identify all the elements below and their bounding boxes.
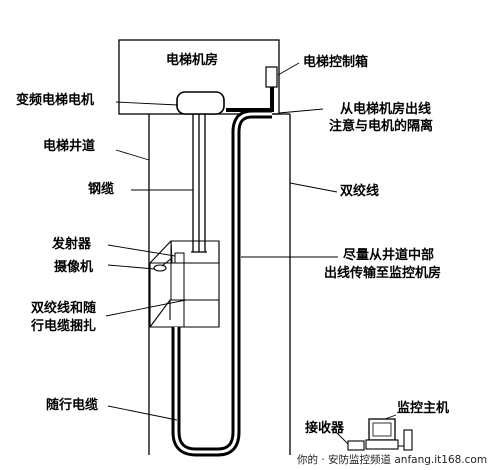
host-tower bbox=[403, 429, 413, 451]
control-box bbox=[265, 66, 278, 88]
label-monitor-host: 监控主机 bbox=[397, 401, 450, 416]
trailing-cable-inner bbox=[174, 112, 272, 454]
transmitter-box bbox=[174, 252, 185, 264]
leader-control-box bbox=[277, 62, 300, 76]
monitor-screen-inner bbox=[372, 422, 392, 437]
leader-shaft bbox=[115, 149, 150, 161]
label-route-line2: 注意与电机的隔离 bbox=[329, 119, 434, 134]
camera-body bbox=[153, 264, 167, 272]
label-receiver: 接收器 bbox=[305, 421, 345, 436]
trailing-cable bbox=[171, 109, 272, 457]
label-shaft: 电梯井道 bbox=[43, 139, 96, 154]
label-trailing-cable: 随行电缆 bbox=[46, 398, 99, 413]
label-control-box: 电梯控制箱 bbox=[303, 55, 369, 70]
leader-twisted-pair bbox=[289, 182, 338, 193]
leader-transmitter bbox=[107, 244, 176, 257]
leader-trailing-cable bbox=[107, 405, 178, 421]
label-middle-line1: 尽量从井道中部 bbox=[343, 248, 435, 263]
motor-shape bbox=[176, 91, 225, 115]
label-camera: 摄像机 bbox=[54, 260, 94, 275]
site-watermark: 你的 · 安防监控频道 anfang.it168.com bbox=[297, 454, 488, 466]
receiver-box bbox=[347, 440, 365, 451]
label-machine-room: 电梯机房 bbox=[166, 53, 219, 68]
label-bundle-line2: 行电缆捆扎 bbox=[31, 319, 97, 334]
camera-mount bbox=[161, 257, 173, 267]
monitor-base bbox=[365, 439, 399, 450]
label-transmitter: 发射器 bbox=[52, 237, 92, 252]
leader-receiver bbox=[336, 432, 349, 445]
leader-motor bbox=[115, 101, 179, 106]
car-top-perspective-left bbox=[149, 240, 172, 264]
leader-bundle bbox=[105, 299, 187, 317]
label-twisted-pair: 双绞线 bbox=[340, 184, 380, 199]
label-middle-line2: 出线传输至监控机房 bbox=[324, 266, 442, 281]
leader-route bbox=[278, 108, 324, 114]
label-bundle-line1: 双绞线和随 bbox=[31, 301, 97, 316]
label-motor: 变频电梯电机 bbox=[16, 93, 95, 108]
leader-camera bbox=[107, 264, 156, 270]
label-route-line1: 从电梯机房出线 bbox=[340, 102, 432, 117]
label-steel-cable: 钢缆 bbox=[88, 182, 115, 197]
leader-monitor-host bbox=[384, 414, 397, 420]
